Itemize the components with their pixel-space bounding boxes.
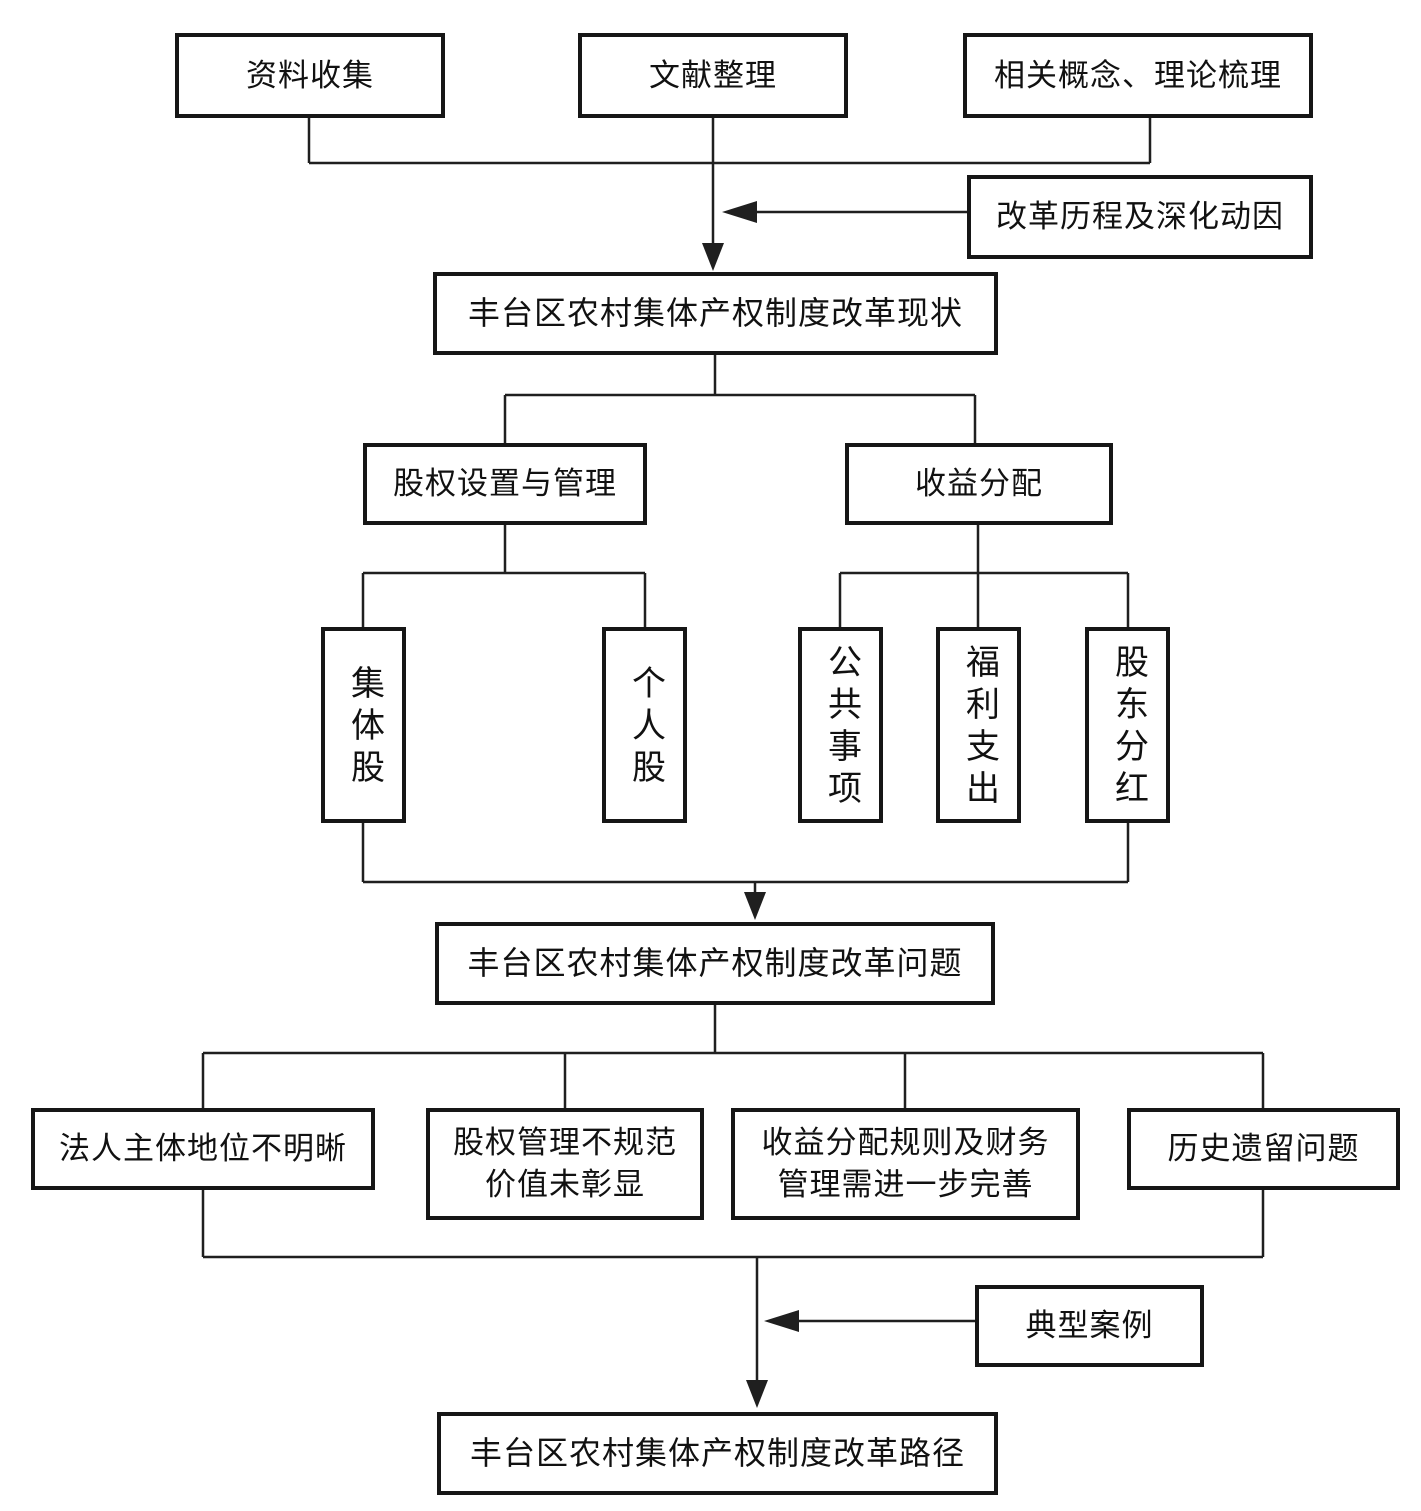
arrowhead-down-into-problems [744,892,766,920]
connector-status-split [503,355,977,443]
problem-income-rules-line1: 收益分配规则及财务 [761,1125,1050,1161]
arrowhead-left-reform-history [722,201,757,223]
connector-income-split [838,525,1130,627]
arrowhead-left-typical-cases [764,1310,799,1332]
node-equity-management: 股权设置与管理 [363,443,647,525]
problem-equity-mgmt-line2: 价值未彰显 [485,1167,645,1202]
node-typical-cases: 典型案例 [975,1285,1204,1367]
connector-problems-merge [201,1190,1265,1380]
node-problem-historical: 历史遗留问题 [1127,1108,1400,1190]
node-income-distribution: 收益分配 [845,443,1113,525]
node-problems: 丰台区农村集体产权制度改革问题 [435,922,995,1005]
node-problem-income-rules: 收益分配规则及财务 管理需进一步完善 [731,1108,1080,1220]
node-individual-shares: 个人股 [602,627,687,823]
node-status: 丰台区农村集体产权制度改革现状 [433,272,998,355]
node-welfare-expenditure: 福利支出 [936,627,1021,823]
connector-equity-split [361,525,647,627]
connector-top-merge [307,118,1152,246]
problem-equity-mgmt-line1: 股权管理不规范 [453,1125,677,1161]
node-data-collection: 资料收集 [175,33,445,118]
node-shareholder-dividends: 股东分红 [1085,627,1170,823]
node-literature: 文献整理 [578,33,848,118]
arrowhead-down-into-status [702,243,724,271]
node-problem-equity-mgmt: 股权管理不规范 价值未彰显 [426,1108,704,1220]
node-reform-history: 改革历程及深化动因 [967,175,1313,259]
node-public-affairs: 公共事项 [798,627,883,823]
node-problem-legal-person: 法人主体地位不明晰 [31,1108,375,1190]
node-reform-path: 丰台区农村集体产权制度改革路径 [437,1412,998,1495]
node-concepts: 相关概念、理论梳理 [963,33,1313,118]
problem-income-rules-line2: 管理需进一步完善 [777,1167,1034,1202]
connector-leaves-merge [361,823,1130,893]
connector-problems-split [201,1005,1265,1108]
arrowhead-down-into-path [746,1380,768,1408]
node-collective-shares: 集体股 [321,627,406,823]
